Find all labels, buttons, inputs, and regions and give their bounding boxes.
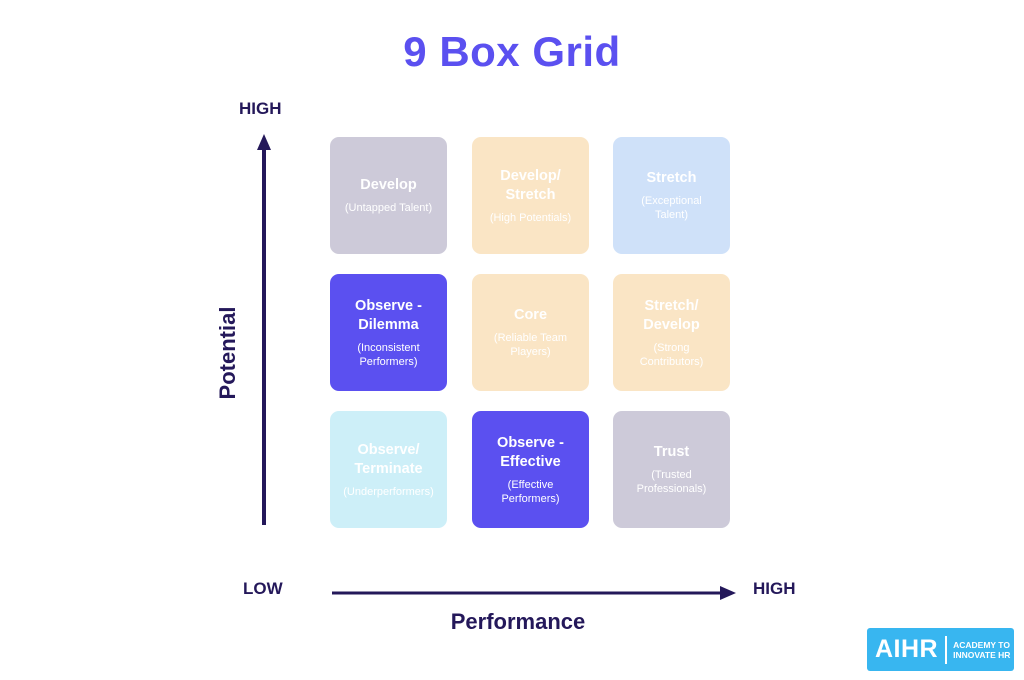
grid-box-subtitle: (Trusted Professionals): [636, 469, 707, 495]
logo-tagline-line1: ACADEMY TO: [953, 639, 1010, 650]
grid-box-title: Trust: [653, 444, 690, 460]
grid-box-title: Stretch: [646, 170, 697, 186]
x-axis-low-label: LOW: [243, 579, 283, 598]
page-title: 9 Box Grid: [403, 28, 621, 75]
grid-box-subtitle: (Reliable Team Players): [493, 332, 568, 358]
grid-box: Stretch (Exceptional Talent): [613, 137, 730, 254]
grid-box-subtitle: (Effective Performers): [501, 478, 560, 505]
grid-box: Develop/ Stretch (High Potentials): [472, 137, 589, 254]
grid-box-subtitle: (Inconsistent Performers): [357, 341, 420, 368]
grid-box-subtitle: (Exceptional Talent): [641, 195, 702, 221]
logo-tagline: ACADEMY TO INNOVATE HR: [953, 640, 1010, 660]
grid-box-subtitle: (Underperformers): [343, 485, 434, 498]
grid-box-title: Develop/ Stretch: [500, 167, 561, 203]
logo-tagline-line2: INNOVATE HR: [953, 649, 1011, 660]
aihr-logo: AIHR ACADEMY TO INNOVATE HR: [867, 628, 1014, 671]
grid-box-title: Stretch/ Develop: [643, 297, 700, 333]
x-axis-high-label: HIGH: [753, 579, 796, 598]
x-axis-arrowhead: [720, 586, 736, 600]
x-axis-title: Performance: [450, 609, 586, 634]
grid-box: Observe - Effective (Effective Performers…: [472, 411, 589, 528]
grid-box: Develop (Untapped Talent): [330, 137, 447, 254]
grid-box-subtitle: (Untapped Talent): [344, 202, 433, 214]
grid-box-subtitle: (Strong Contributors): [639, 341, 704, 368]
grid-box: Stretch/ Develop (Strong Contributors): [613, 274, 730, 391]
logo-mark: AIHR: [875, 635, 939, 663]
grid-box-title: Core: [513, 307, 548, 323]
y-axis-high-label: HIGH: [239, 99, 282, 118]
grid-box: Observe - Dilemma (Inconsistent Performer…: [330, 274, 447, 391]
grid-box: Core (Reliable Team Players): [472, 274, 589, 391]
grid-box-title: Observe - Dilemma: [355, 297, 422, 333]
grid-box-title: Observe/ Terminate: [354, 441, 423, 477]
logo-divider: [945, 635, 948, 664]
grid-box-subtitle: (High Potentials): [489, 211, 572, 224]
grid-box-title: Observe - Effective: [497, 434, 564, 470]
grid-box: Trust (Trusted Professionals): [613, 411, 730, 528]
grid-box-title: Develop: [360, 177, 417, 193]
grid-box: Observe/ Terminate (Underperformers): [330, 411, 447, 528]
y-axis-arrowhead: [257, 134, 271, 150]
